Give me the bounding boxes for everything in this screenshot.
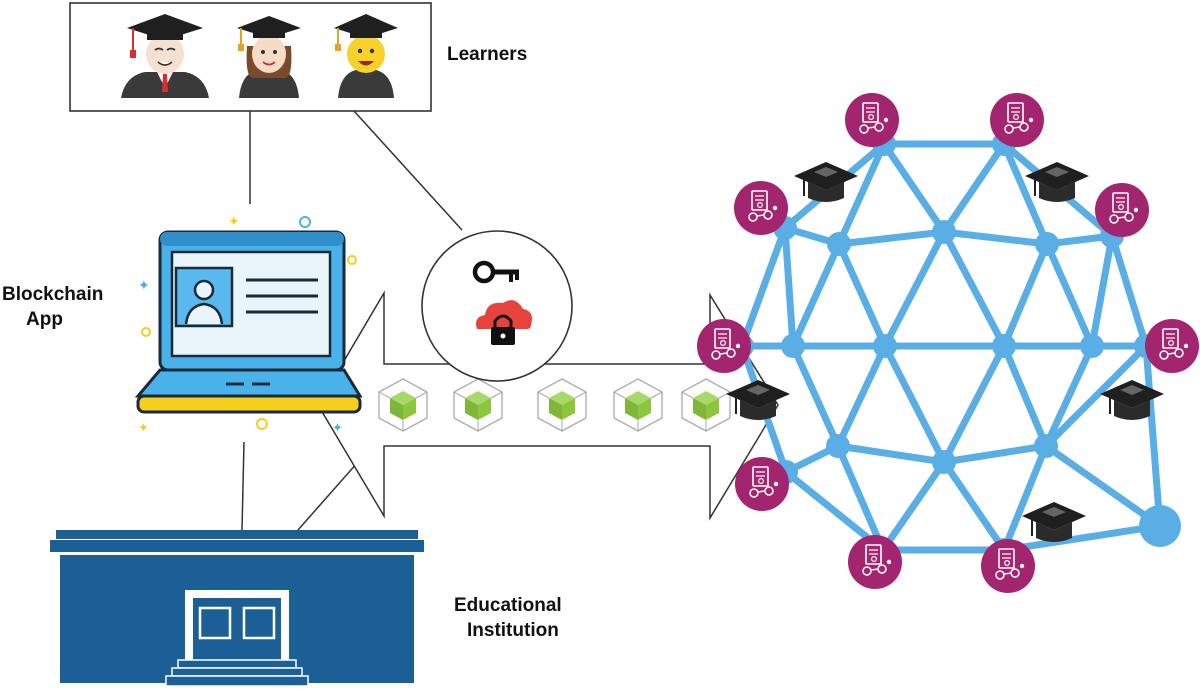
network-edge (881, 228, 948, 350)
network-edge (880, 140, 948, 236)
network-edge (940, 228, 1051, 248)
network-edge (738, 224, 789, 350)
certificate-node-icon-4 (1094, 182, 1150, 238)
certificate-node-icon-8 (847, 534, 903, 590)
educational-institution-label-line1: Educational (454, 595, 562, 616)
network-edge (1000, 522, 1164, 554)
network-edge (1108, 232, 1150, 350)
network-edge (789, 342, 842, 450)
graduation-cap-icon-1 (793, 161, 859, 203)
certificate-node-icon-3 (733, 180, 789, 236)
network-edge (834, 442, 887, 554)
network-node (1034, 434, 1058, 458)
network-edge (1000, 442, 1050, 554)
network-node (826, 434, 850, 458)
network-edge (835, 240, 889, 350)
network-edge (1043, 240, 1096, 350)
blockchain-app-label-line1: Blockchain (2, 284, 103, 305)
network-edge (940, 458, 1008, 554)
graduate-man-icon (121, 14, 209, 98)
network-node (932, 220, 956, 244)
network-edge (940, 442, 1050, 466)
network-edge (1088, 232, 1116, 350)
network-edge (789, 240, 843, 350)
network-edge (1000, 240, 1051, 350)
blockchain-app-label-line2: App (26, 309, 63, 330)
certificate-node-icon-6 (1144, 318, 1200, 374)
key-icon (472, 260, 519, 284)
university-building-icon (50, 530, 424, 687)
network-edge (1042, 342, 1150, 450)
network-edge (940, 342, 1008, 466)
network-edge (1042, 342, 1096, 450)
network-edge (1000, 342, 1050, 450)
network-node (932, 450, 956, 474)
educational-institution-label-line2: Institution (467, 620, 559, 641)
network-edge (834, 442, 948, 466)
network-edge (781, 224, 797, 350)
network-node (1080, 334, 1104, 358)
svg-text:✦: ✦ (332, 421, 343, 436)
network-node (992, 334, 1016, 358)
network-edge (1042, 442, 1164, 530)
network-edge (1000, 140, 1051, 248)
network-edge (940, 228, 1008, 350)
network-node (873, 334, 897, 358)
network-node (1139, 505, 1181, 547)
network-edge (879, 458, 948, 554)
network-edge (835, 140, 888, 248)
network-node (827, 232, 851, 256)
network-node (1035, 232, 1059, 256)
connector-learners-to-key (353, 110, 463, 231)
certificate-node-icon-5 (696, 318, 752, 374)
cloud-lock-icon (476, 300, 532, 345)
network-node (781, 334, 805, 358)
network-edge (881, 342, 948, 466)
certificate-node-icon-1 (844, 92, 900, 148)
network-edge (1142, 342, 1164, 530)
certificate-node-icon-2 (989, 92, 1045, 148)
network-edge (834, 342, 889, 450)
graduate-smiley-icon (334, 14, 398, 98)
network-edge (940, 140, 1008, 236)
svg-text:✦: ✦ (228, 214, 240, 230)
learners-label: Learners (447, 44, 527, 65)
graduate-woman-icon (237, 16, 301, 98)
double-arrow (317, 290, 779, 521)
network-edge (835, 228, 948, 248)
connector-app-to-institution (241, 441, 245, 531)
certificate-node-icon-7 (734, 456, 790, 512)
laptop-profile-icon: ✦ ✦ ✦ ✦ (134, 214, 363, 436)
svg-text:✦: ✦ (138, 421, 149, 436)
svg-text:✦: ✦ (138, 278, 150, 294)
certificate-node-icon-9 (980, 538, 1036, 594)
